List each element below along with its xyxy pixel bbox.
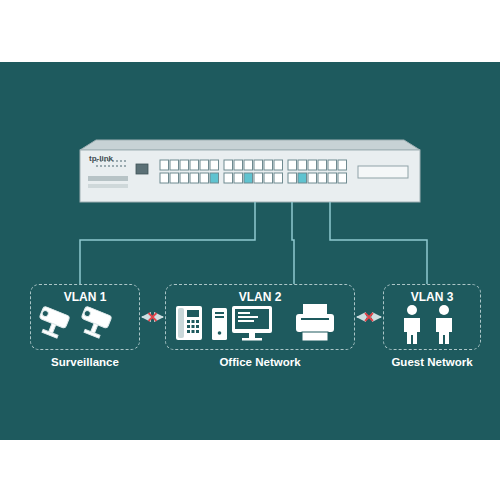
- ethernet-port: [180, 160, 189, 170]
- vlan-box: VLAN 3Guest Network: [383, 284, 481, 350]
- caption-text: Surveillance: [51, 356, 119, 368]
- ethernet-port: [328, 160, 337, 170]
- ethernet-port: [190, 160, 199, 170]
- led: [116, 160, 118, 162]
- ethernet-port: [338, 173, 347, 183]
- ethernet-port: [170, 173, 179, 183]
- ethernet-port: [254, 160, 263, 170]
- console-port: [136, 164, 148, 174]
- ethernet-port: [298, 160, 307, 170]
- heading-text: VLAN 3: [384, 290, 480, 304]
- ethernet-port: [210, 160, 219, 170]
- cable-line: [330, 202, 427, 284]
- ethernet-port: [288, 173, 297, 183]
- ethernet-port: [264, 173, 273, 183]
- ethernet-port: [234, 160, 243, 170]
- caption-text: Office Network: [219, 356, 300, 368]
- heading-text: VLAN 2: [166, 290, 354, 304]
- vlan-box: VLAN 2Office Network: [165, 284, 355, 350]
- led: [112, 165, 114, 167]
- teal-band: [0, 62, 500, 440]
- led: [120, 160, 122, 162]
- ethernet-port: [274, 160, 283, 170]
- ethernet-port: [234, 173, 243, 183]
- camera-icons: [35, 306, 112, 340]
- block-mark: [365, 313, 373, 321]
- heading-text: VLAN 1: [31, 290, 139, 304]
- ethernet-port: [200, 173, 209, 183]
- ethernet-port: [328, 173, 337, 183]
- ethernet-port: [338, 160, 347, 170]
- led: [100, 165, 102, 167]
- ethernet-port: [274, 173, 283, 183]
- block-mark: [149, 313, 157, 321]
- ethernet-port: [224, 173, 233, 183]
- led: [96, 165, 98, 167]
- led: [120, 165, 122, 167]
- led: [124, 165, 126, 167]
- ethernet-port: [160, 160, 169, 170]
- cable-line: [80, 202, 255, 284]
- ethernet-port: [244, 160, 253, 170]
- computer-tower-icon: [212, 308, 227, 340]
- led: [124, 160, 126, 162]
- ethernet-port: [244, 173, 253, 183]
- caption-text: Guest Network: [391, 356, 472, 368]
- sfp-slot: [358, 166, 408, 178]
- ethernet-port: [298, 173, 307, 183]
- ethernet-port: [160, 173, 169, 183]
- ethernet-port: [224, 160, 233, 170]
- ethernet-port: [318, 160, 327, 170]
- cable-line: [292, 202, 294, 284]
- ethernet-port: [210, 173, 219, 183]
- printer-icon: [296, 304, 334, 341]
- logo-text: tp-link: [89, 154, 113, 163]
- vlan-box: VLAN 1Surveillance: [30, 284, 140, 350]
- people-icons: [404, 305, 452, 344]
- ethernet-port: [200, 160, 209, 170]
- phone-icon: [176, 306, 202, 340]
- switch-illustration: [80, 140, 420, 202]
- led: [116, 165, 118, 167]
- switch-node: tp-link: [80, 140, 420, 202]
- monitor-icon: [232, 306, 272, 341]
- led: [104, 165, 106, 167]
- ethernet-port: [318, 173, 327, 183]
- office-icons: [176, 304, 334, 341]
- ethernet-port: [308, 173, 317, 183]
- ethernet-port: [288, 160, 297, 170]
- ethernet-port: [180, 173, 189, 183]
- ethernet-port: [190, 173, 199, 183]
- led: [108, 165, 110, 167]
- ethernet-port: [254, 173, 263, 183]
- ethernet-port: [308, 160, 317, 170]
- ethernet-port: [264, 160, 273, 170]
- ethernet-port: [170, 160, 179, 170]
